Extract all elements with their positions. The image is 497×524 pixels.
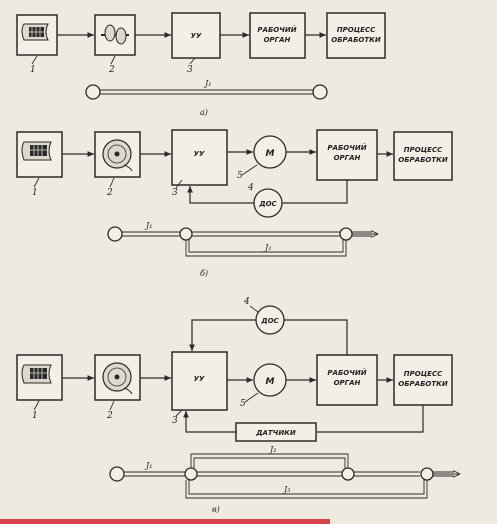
process-box-b [393, 131, 453, 181]
label-num-3: 3 [187, 65, 193, 75]
flow-j1-label: J₁ [144, 221, 152, 230]
control-unit-label: УУ [194, 375, 205, 383]
caption-b: б) [200, 269, 208, 278]
label-num-2: 2 [108, 65, 115, 75]
flow-j1-label: J₁ [203, 79, 211, 88]
motor-c: М [253, 363, 287, 397]
flow-j2-label: J₂ [268, 445, 276, 454]
control-unit-box-c [171, 351, 228, 411]
label-num-1: 1 [32, 411, 38, 421]
label-num-2: 2 [106, 411, 113, 421]
caption-a: а) [200, 108, 208, 117]
label-num-1: 1 [30, 65, 36, 75]
motor-b: М [253, 135, 287, 169]
bottom-red-bar [0, 519, 330, 524]
tape-reader-box-b [16, 131, 63, 178]
feedback-label: ДОС [258, 200, 277, 208]
work-organ-box-c [316, 354, 378, 406]
control-unit-label: УУ [191, 32, 202, 40]
label-num-2: 2 [106, 188, 113, 198]
tape-reel-box-b [94, 131, 141, 178]
label-num-5: 5 [240, 399, 246, 409]
control-unit-box-b [171, 129, 228, 186]
info-flow-c: J₁ J₂ J₃ [109, 445, 460, 499]
label-num-4: 4 [247, 183, 254, 193]
feedback-label: ДОС [260, 317, 279, 325]
punched-tape-icon [21, 23, 49, 41]
tape-reader-box-c [16, 354, 63, 401]
info-flow-b: J₁ J₂ [107, 221, 378, 257]
tape-reader-box-a [16, 14, 58, 56]
feedback-c: ДОС [255, 305, 285, 335]
label-num-1: 1 [32, 188, 38, 198]
tape-reel-box-c [94, 354, 141, 401]
feedback-b: ДОС [253, 188, 283, 218]
flow-j2-label: J₂ [263, 243, 271, 252]
flow-j3-label: J₃ [282, 485, 290, 494]
motor-label: М [266, 377, 275, 387]
control-unit-label: УУ [194, 150, 205, 158]
cam-box-a [94, 14, 136, 56]
caption-c: в) [212, 505, 220, 514]
control-unit-box-a [171, 12, 221, 59]
flow-j1-label: J₁ [144, 461, 152, 470]
cam-mechanism-icon [101, 24, 129, 45]
reel-icon [102, 139, 133, 172]
work-organ-box-a [249, 12, 306, 59]
label-num-4: 4 [243, 297, 250, 307]
motor-label: М [266, 149, 275, 159]
label-num-3: 3 [172, 416, 178, 426]
sensors-label: ДАТЧИКИ [255, 429, 296, 437]
label-num-3: 3 [172, 188, 178, 198]
label-num-5: 5 [237, 171, 243, 181]
info-flow-a: J₁ [85, 79, 328, 100]
process-box-a [326, 12, 386, 59]
